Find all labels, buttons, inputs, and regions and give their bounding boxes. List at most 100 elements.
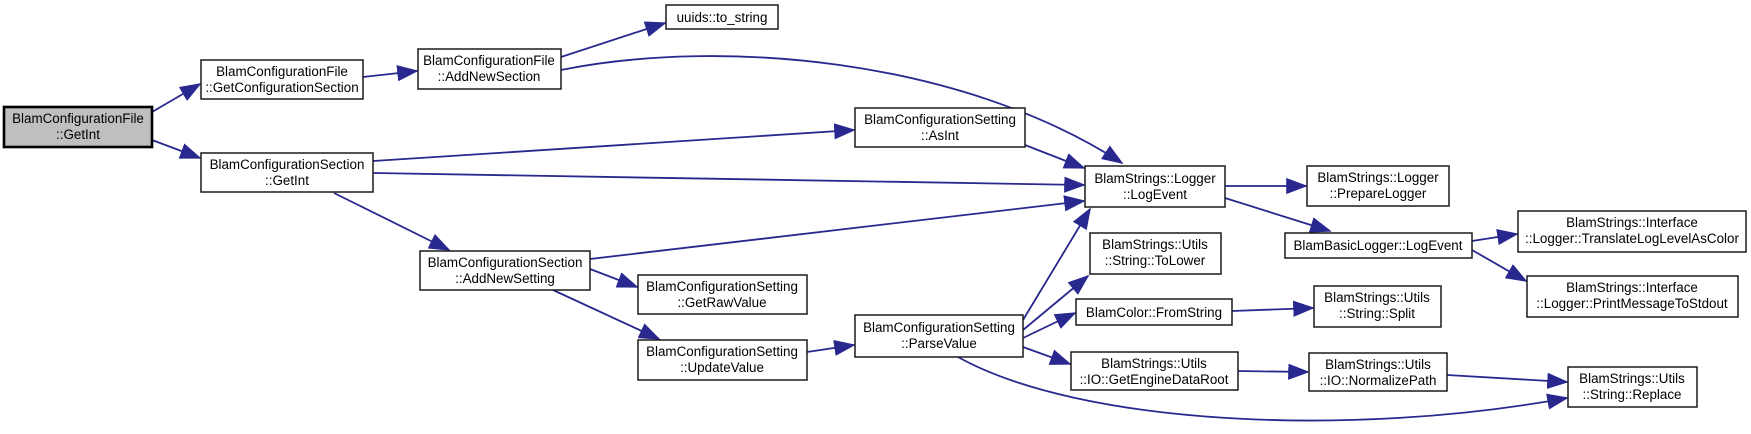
edge-sectiongetint-to-logevent <box>372 172 1086 193</box>
edge-getconfigurationsection-to-addnewsection <box>362 65 419 82</box>
node-label: BlamStrings::Logger <box>1094 171 1216 186</box>
node-blamconfigurationfile-getint: BlamConfigurationFile ::GetInt <box>2 105 154 149</box>
node-box[interactable] <box>1526 275 1739 318</box>
edge-asint-to-logevent <box>1024 144 1086 169</box>
edge-normalizepath-to-replace <box>1446 372 1569 389</box>
node-label: BlamBasicLogger::LogEvent <box>1294 238 1463 253</box>
node-getenginedataroot[interactable]: BlamStrings::Utils ::IO::GetEngineDataRo… <box>1070 351 1239 391</box>
edge-sectiongetint-to-asint <box>372 123 856 162</box>
node-asint[interactable]: BlamConfigurationSetting ::AsInt <box>854 107 1026 148</box>
node-box[interactable] <box>1517 210 1747 253</box>
node-label: BlamStrings::Logger <box>1317 170 1439 185</box>
node-label: ::UpdateValue <box>680 360 764 375</box>
node-box[interactable] <box>1308 352 1448 392</box>
node-label: BlamStrings::Utils <box>1324 290 1430 305</box>
edge-fromstring-to-split <box>1231 300 1315 317</box>
node-label: ::String::Replace <box>1583 387 1682 402</box>
node-box[interactable] <box>417 48 562 90</box>
node-box[interactable] <box>854 314 1024 358</box>
node-box[interactable] <box>1313 285 1442 328</box>
node-normalizepath[interactable]: BlamStrings::Utils ::IO::NormalizePath <box>1308 352 1448 392</box>
node-blamcolor-fromstring[interactable]: BlamColor::FromString <box>1075 298 1233 326</box>
node-label: ::Logger::TranslateLogLevelAsColor <box>1525 231 1739 246</box>
node-label: BlamColor::FromString <box>1086 305 1222 320</box>
node-uuids-tostring[interactable]: uuids::to_string <box>665 4 779 30</box>
edge-parsevalue-to-tolower <box>1022 274 1090 331</box>
node-label: BlamConfigurationSection <box>210 157 365 172</box>
node-translateloglevelascolor[interactable]: BlamStrings::Interface ::Logger::Transla… <box>1517 210 1747 253</box>
edge-layer <box>151 21 1569 422</box>
node-label: BlamStrings::Interface <box>1566 215 1698 230</box>
node-label: ::AddNewSetting <box>455 271 555 286</box>
node-box[interactable] <box>665 4 779 30</box>
node-label: ::GetRawValue <box>677 295 766 310</box>
node-label: BlamConfigurationSection <box>428 255 583 270</box>
edge-parsevalue-to-replace <box>957 356 1569 422</box>
node-box[interactable] <box>1075 298 1233 326</box>
node-label: BlamConfigurationFile <box>216 64 348 79</box>
node-label: BlamStrings::Utils <box>1325 357 1431 372</box>
node-box[interactable] <box>1070 351 1239 391</box>
edge-addnewsetting-to-updatevalue <box>552 289 661 340</box>
node-box[interactable] <box>637 339 808 381</box>
edge-getenginedataroot-to-normalizepath <box>1237 363 1310 380</box>
node-label: BlamConfigurationFile <box>12 111 144 126</box>
node-printmessagetostdout[interactable]: BlamStrings::Interface ::Logger::PrintMe… <box>1526 275 1739 318</box>
edge-basiclogevent-to-translateloglevel <box>1471 229 1519 246</box>
node-label: BlamStrings::Utils <box>1101 356 1207 371</box>
node-string-replace[interactable]: BlamStrings::Utils ::String::Replace <box>1567 366 1698 408</box>
node-string-split[interactable]: BlamStrings::Utils ::String::Split <box>1313 285 1442 328</box>
node-box[interactable] <box>1567 366 1698 408</box>
node-getconfigurationsection[interactable]: BlamConfigurationFile ::GetConfiguration… <box>200 59 364 100</box>
node-box[interactable] <box>1089 232 1222 275</box>
node-label: BlamConfigurationSetting <box>646 344 798 359</box>
edge-addnewsetting-to-getrawvalue <box>589 268 639 288</box>
node-addnewsetting[interactable]: BlamConfigurationSection ::AddNewSetting <box>419 250 591 291</box>
node-addnewsection[interactable]: BlamConfigurationFile ::AddNewSection <box>417 48 562 90</box>
node-label: ::IO::NormalizePath <box>1320 373 1437 388</box>
node-logger-logevent[interactable]: BlamStrings::Logger ::LogEvent <box>1084 165 1226 208</box>
node-box[interactable] <box>200 59 364 100</box>
edge-parsevalue-to-logevent <box>1022 207 1091 321</box>
node-label: ::String::Split <box>1339 306 1415 321</box>
node-label: ::AsInt <box>921 128 959 143</box>
node-label: uuids::to_string <box>677 10 768 25</box>
node-basiclogger-logevent[interactable]: BlamBasicLogger::LogEvent <box>1284 232 1473 259</box>
node-label: BlamStrings::Utils <box>1579 371 1685 386</box>
edge-sectiongetint-to-addnewsetting <box>333 192 451 251</box>
edge-updatevalue-to-parsevalue <box>806 339 856 356</box>
node-box[interactable] <box>1306 165 1450 207</box>
edge-addnewsection-to-uuidstostring <box>560 21 667 58</box>
node-box[interactable] <box>419 250 591 291</box>
edge-basiclogevent-to-printmessage <box>1471 249 1528 282</box>
edge-root-to-sectiongetint <box>151 139 202 159</box>
node-label: BlamConfigurationFile <box>423 53 555 68</box>
node-blamconfigurationsection-getint[interactable]: BlamConfigurationSection ::GetInt <box>200 152 374 193</box>
node-box[interactable] <box>1084 165 1226 208</box>
node-label: ::GetInt <box>265 173 309 188</box>
node-label: ::AddNewSection <box>438 69 541 84</box>
edge-parsevalue-to-getenginedataroot <box>1022 346 1072 365</box>
node-label: BlamConfigurationSetting <box>864 112 1016 127</box>
node-getrawvalue[interactable]: BlamConfigurationSetting ::GetRawValue <box>637 274 808 315</box>
node-preparelogger[interactable]: BlamStrings::Logger ::PrepareLogger <box>1306 165 1450 207</box>
node-box[interactable] <box>1284 232 1473 259</box>
node-parsevalue[interactable]: BlamConfigurationSetting ::ParseValue <box>854 314 1024 358</box>
node-label: BlamConfigurationSetting <box>646 279 798 294</box>
node-box[interactable] <box>200 152 374 193</box>
node-tolower[interactable]: BlamStrings::Utils ::String::ToLower <box>1089 232 1222 275</box>
node-label: BlamConfigurationSetting <box>863 320 1015 335</box>
node-updatevalue[interactable]: BlamConfigurationSetting ::UpdateValue <box>637 339 808 381</box>
node-label: BlamStrings::Interface <box>1566 280 1698 295</box>
node-label: ::Logger::PrintMessageToStdout <box>1536 296 1728 311</box>
node-label: ::PrepareLogger <box>1330 186 1427 201</box>
edge-addnewsetting-to-logevent <box>589 195 1086 260</box>
node-label: ::GetConfigurationSection <box>205 80 358 95</box>
edge-addnewsection-to-logevent <box>560 55 1124 164</box>
node-box <box>2 105 154 149</box>
node-box[interactable] <box>854 107 1026 148</box>
edge-root-to-getconfigurationsection <box>151 83 202 113</box>
node-box[interactable] <box>637 274 808 315</box>
